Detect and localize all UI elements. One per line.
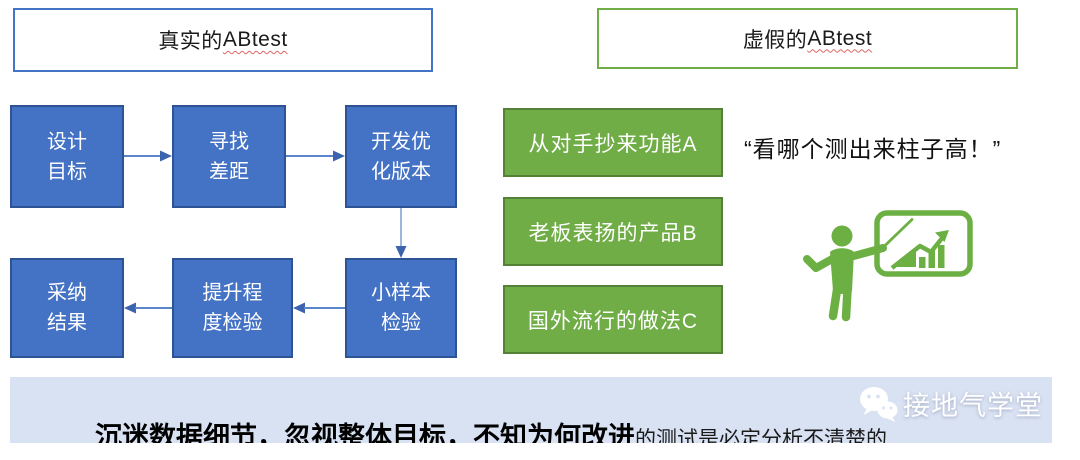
flow-step-line: 目标 <box>47 160 87 183</box>
flow-step-line: 采纳 <box>47 282 87 304</box>
flow-step-small-sample-test: 小样本 检验 <box>345 258 457 358</box>
real-title-zh: 真实的 <box>158 30 223 53</box>
watermark: 接地气学堂 <box>858 384 1043 423</box>
fake-title-zh: 虚假的 <box>742 28 808 52</box>
flow-step-adopt-result: 采纳 结果 <box>10 258 124 358</box>
flow-step-improvement-check: 提升程 度检验 <box>172 258 293 358</box>
flow-step-line: 开发优 <box>371 130 431 153</box>
wechat-icon <box>860 386 898 422</box>
footer-obscured-text: 清楚的 <box>824 428 887 443</box>
flow-step-design-goal: 设计 目标 <box>10 105 124 208</box>
flow-step-line: 设计 <box>47 130 87 153</box>
flow-step-line: 寻找 <box>209 130 249 153</box>
flow-step-find-gap: 寻找 差距 <box>172 105 286 208</box>
watermark-text: 接地气学堂 <box>903 391 1043 421</box>
flow-step-line: 提升程 <box>202 282 263 304</box>
arrow-down-icon <box>395 208 407 258</box>
fake-item-label: 从对手抄来功能A <box>528 132 698 156</box>
fake-item-copied-feature: 从对手抄来功能A <box>503 108 723 177</box>
fake-item-label: 国外流行的做法C <box>527 309 699 333</box>
fake-item-boss-praised-product: 老板表扬的产品B <box>503 197 723 266</box>
flow-step-line: 检验 <box>381 312 421 334</box>
footer-regular-text: 的测试是必定分析不 <box>635 428 824 443</box>
presenter-with-growth-chart-icon <box>803 210 973 322</box>
flow-step-line: 化版本 <box>371 160 431 183</box>
arrow-right-icon <box>286 150 345 162</box>
footer-bold-text: 沉迷数据细节，忽视整体目标，不知为何改进 <box>95 422 635 443</box>
flow-step-line: 度检验 <box>202 312 263 334</box>
fake-item-label: 老板表扬的产品B <box>528 221 698 245</box>
fake-title-en: ABtest <box>807 26 873 50</box>
presenter-figure-icon <box>803 218 914 322</box>
arrow-left-icon <box>124 302 172 314</box>
whiteboard-icon <box>874 210 973 277</box>
flow-step-line: 小样本 <box>371 282 431 304</box>
arrow-left-icon <box>293 302 345 314</box>
arrow-right-icon <box>124 150 172 162</box>
real-title-en: ABtest <box>222 28 288 51</box>
flow-step-line: 差距 <box>209 160 249 183</box>
quote-text: “看哪个测出来柱子高！” <box>744 136 1002 162</box>
fake-item-foreign-practice: 国外流行的做法C <box>503 285 723 354</box>
flow-step-line: 结果 <box>47 312 87 334</box>
flow-step-develop-version: 开发优 化版本 <box>345 105 457 208</box>
